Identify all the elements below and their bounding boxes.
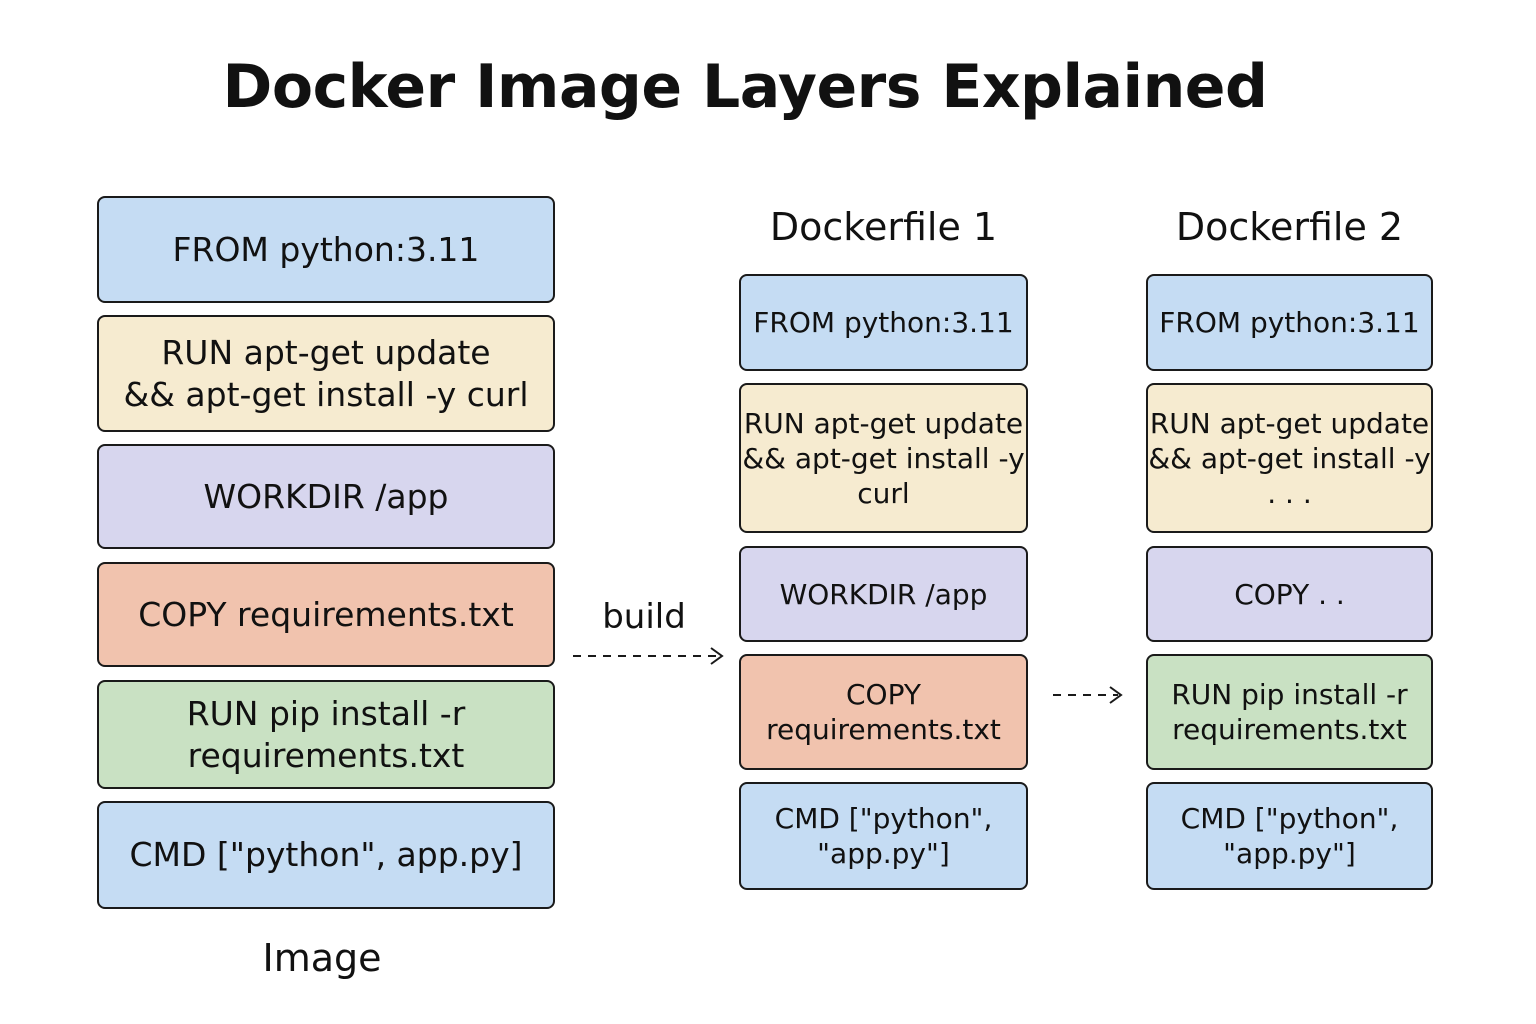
build-label: build <box>602 597 686 637</box>
dockerfile1-layer-copy-text: COPY requirements.txt <box>766 678 1001 746</box>
dockerfile2-layer-run-apt-text: RUN apt-get update && apt-get install -y… <box>1148 406 1431 510</box>
dockerfile2-layer-copy-text: COPY . . <box>1234 577 1345 611</box>
image-layer-workdir-text: WORKDIR /app <box>203 476 449 516</box>
dockerfile1-layer-copy: COPY requirements.txt <box>739 654 1028 770</box>
dockerfile1-layer-cmd: CMD ["python", "app.py"] <box>739 782 1028 890</box>
image-layer-run-apt: RUN apt-get update && apt-get install -y… <box>97 315 555 432</box>
dockerfile1-layer-cmd-text: CMD ["python", "app.py"] <box>774 802 993 870</box>
dockerfile1-layer-run-apt-text: RUN apt-get update && apt-get install -y… <box>742 406 1025 510</box>
image-layer-run-pip-text: RUN pip install -r requirements.txt <box>186 694 466 775</box>
image-layer-workdir: WORKDIR /app <box>97 444 555 549</box>
dockerfile1-layer-from: FROM python:3.11 <box>739 274 1028 371</box>
image-layer-run-pip: RUN pip install -r requirements.txt <box>97 680 555 789</box>
dockerfile2-layer-run-pip: RUN pip install -r requirements.txt <box>1146 654 1433 770</box>
dockerfile2-title: Dockerfile 2 <box>1175 205 1404 249</box>
image-label: Image <box>262 936 382 980</box>
dockerfile1-layer-from-text: FROM python:3.11 <box>753 306 1014 339</box>
dockerfile1-layer-workdir-text: WORKDIR /app <box>779 577 988 611</box>
image-layer-from-text: FROM python:3.11 <box>172 229 480 269</box>
dockerfile1-title: Dockerfile 1 <box>769 205 998 249</box>
dockerfile2-layer-run-apt: RUN apt-get update && apt-get install -y… <box>1146 383 1433 533</box>
dockerfile2-layer-run-pip-text: RUN pip install -r requirements.txt <box>1171 678 1408 746</box>
image-layer-cmd-text: CMD ["python", app.py] <box>129 835 523 875</box>
dockerfile-compare-arrow <box>1053 686 1123 704</box>
image-layer-copy-text: COPY requirements.txt <box>138 594 514 634</box>
dockerfile2-layer-cmd: CMD ["python", "app.py"] <box>1146 782 1433 890</box>
dockerfile1-layer-workdir: WORKDIR /app <box>739 546 1028 642</box>
image-layer-copy: COPY requirements.txt <box>97 562 555 667</box>
build-arrow <box>573 647 724 665</box>
image-layer-run-apt-text: RUN apt-get update && apt-get install -y… <box>123 333 529 414</box>
dockerfile2-layer-from: FROM python:3.11 <box>1146 274 1433 371</box>
image-layer-cmd: CMD ["python", app.py] <box>97 801 555 909</box>
dockerfile2-layer-from-text: FROM python:3.11 <box>1159 306 1420 339</box>
image-layer-from: FROM python:3.11 <box>97 196 555 303</box>
dockerfile2-layer-copy: COPY . . <box>1146 546 1433 642</box>
diagram-title: Docker Image Layers Explained <box>222 52 1268 122</box>
dockerfile2-layer-cmd-text: CMD ["python", "app.py"] <box>1180 802 1399 870</box>
dockerfile1-layer-run-apt: RUN apt-get update && apt-get install -y… <box>739 383 1028 533</box>
